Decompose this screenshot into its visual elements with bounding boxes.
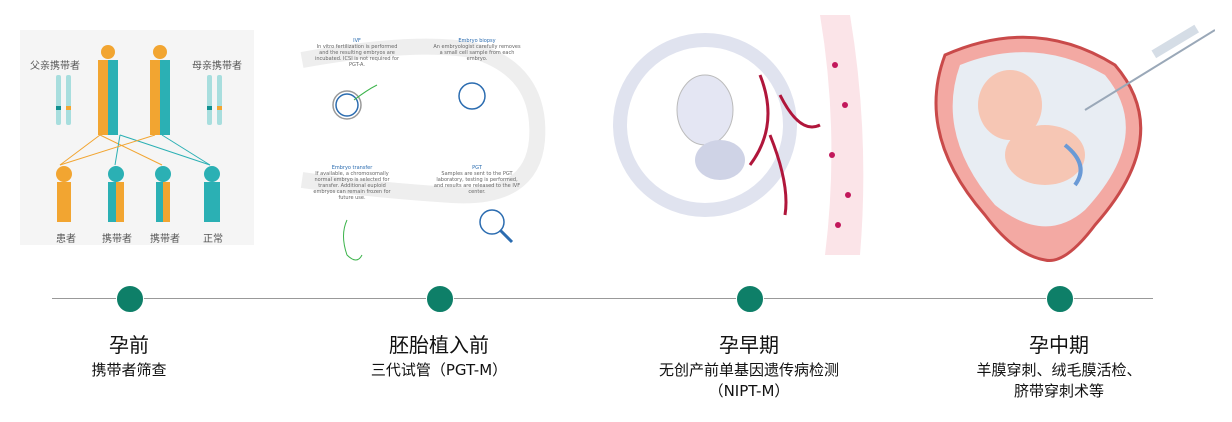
- stage-title: 胚胎植入前: [389, 333, 489, 357]
- step-text: Samples are sent to the PGT laboratory, …: [433, 171, 521, 195]
- step-text: In vitro fertilization is performed and …: [314, 44, 400, 68]
- timeline-line: [52, 298, 1153, 299]
- child-label: 正常: [203, 234, 223, 245]
- step-title: IVF: [353, 38, 361, 44]
- step-title: Embryo biopsy: [458, 38, 496, 44]
- stage-preconception: 孕前 携带者筛查: [0, 330, 279, 381]
- timeline-node-mid-pregnancy: [1046, 285, 1074, 313]
- stage-subtitle: 三代试管（PGT-M）: [370, 361, 508, 379]
- stage-subtitle: 无创产前单基因遗传病检测: [658, 361, 839, 379]
- mother-carrier-label: 母亲携带者: [192, 61, 242, 72]
- step-text: If available, a chromosomally normal emb…: [313, 171, 391, 201]
- stage-mid-pregnancy: 孕中期 羊膜穿刺、绒毛膜活检、 脐带穿刺术等: [909, 330, 1209, 402]
- stage-title: 孕早期: [719, 333, 779, 357]
- family-figures-icon: [56, 45, 222, 222]
- pgt-cycle-arrows-icon: [300, 38, 546, 261]
- child-label: 患者: [56, 234, 76, 245]
- carrier-inheritance-illustration: 父亲携带者 母亲携带者 患者 携带者 携带者 正常: [20, 30, 254, 245]
- stage-early-pregnancy: 孕早期 无创产前单基因遗传病检测 （NIPT-M）: [599, 330, 899, 402]
- stage-preimplantation: 胚胎植入前 三代试管（PGT-M）: [289, 330, 589, 381]
- step-title: Embryo transfer: [331, 165, 373, 171]
- stage-subtitle: 羊膜穿刺、绒毛膜活检、: [976, 361, 1142, 379]
- timeline-node-early-pregnancy: [736, 285, 764, 313]
- cfdna-placenta-illustration: [613, 15, 864, 255]
- stage-subtitle: 脐带穿刺术等: [1013, 382, 1104, 400]
- child-label: 携带者: [102, 234, 132, 245]
- father-carrier-label: 父亲携带者: [30, 61, 80, 72]
- timeline-node-preconception: [116, 285, 144, 313]
- amniocentesis-illustration: [934, 24, 1215, 263]
- stage-subtitle: 携带者筛查: [91, 361, 167, 379]
- step-text: An embryologist carefully removes a smal…: [433, 44, 521, 62]
- stage-subtitle: （NIPT-M）: [708, 382, 790, 400]
- step-title: PGT: [472, 165, 482, 171]
- stage-title: 孕前: [109, 333, 149, 357]
- timeline-node-preimplantation: [426, 285, 454, 313]
- child-label: 携带者: [150, 234, 180, 245]
- stage-title: 孕中期: [1029, 333, 1089, 357]
